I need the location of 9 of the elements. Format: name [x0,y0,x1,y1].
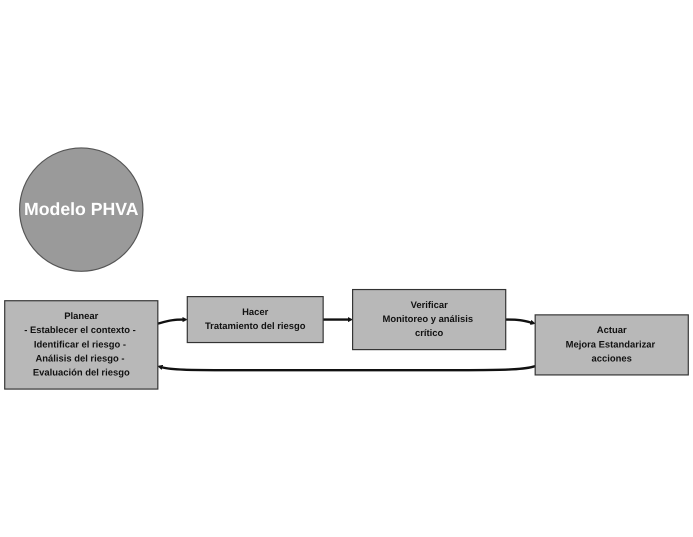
node-box: Actuar Mejora Estandarizar acciones [534,314,689,376]
arrow [158,364,536,372]
arrow [323,316,353,322]
arrow [158,316,188,325]
arrow [506,318,536,325]
node-box: Planear - Establecer el contexto - Identificar el riesgo - Análisis del riesgo - Evaluación del riesgo [4,300,158,390]
node-box: Verificar Monitoreo y análisis crítico [352,288,506,350]
node-circle: Modelo PHVA [19,147,144,272]
node-box: Hacer Tratamiento del riesgo [186,296,324,344]
